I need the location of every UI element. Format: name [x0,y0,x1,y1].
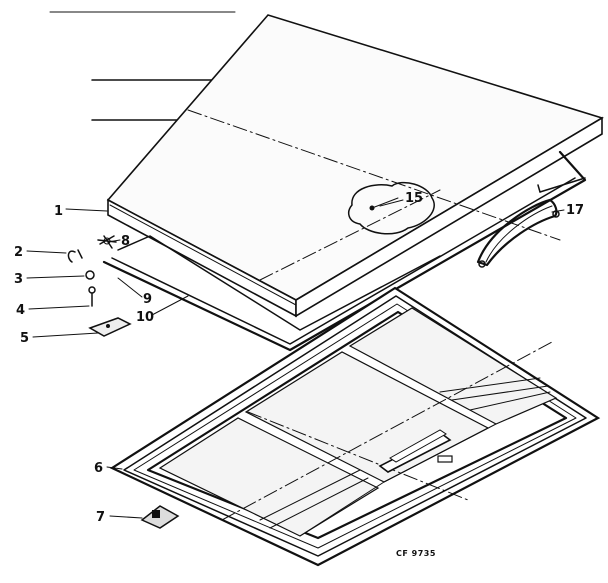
part-5-bracket [88,317,132,337]
part-2-clip [67,249,83,263]
callout-5: 5 [20,331,29,346]
callout-1: 1 [54,204,63,219]
lid-right-edge [295,116,603,318]
leader-lines [26,199,565,519]
callout-10: 10 [136,310,154,325]
callout-6: 6 [94,461,103,476]
panel-c [348,307,558,425]
lid [106,14,604,318]
callout-9: 9 [143,292,152,307]
callout-2: 2 [14,245,23,260]
drawing-code: CF 9735 [396,549,436,558]
lid-top-face [106,14,604,301]
callout-3: 3 [14,272,23,287]
part-4-screw [88,286,96,307]
callout-7: 7 [96,510,105,525]
callout-15: 15 [405,191,423,206]
part-3-washer [85,270,95,280]
callouts: 1 2 3 4 5 6 7 8 9 10 15 17 [14,191,584,525]
part-7-latch [140,505,180,529]
panel-a [158,417,380,537]
callout-4: 4 [16,303,25,318]
callout-17: 17 [566,203,584,218]
hardware-parts [67,235,132,337]
part-8-hinge-pin [97,235,117,249]
callout-8: 8 [121,234,130,249]
hidden-part-15 [347,181,435,235]
handle-17 [476,198,560,268]
lid-gasket [102,150,587,352]
base-frame [109,286,601,567]
